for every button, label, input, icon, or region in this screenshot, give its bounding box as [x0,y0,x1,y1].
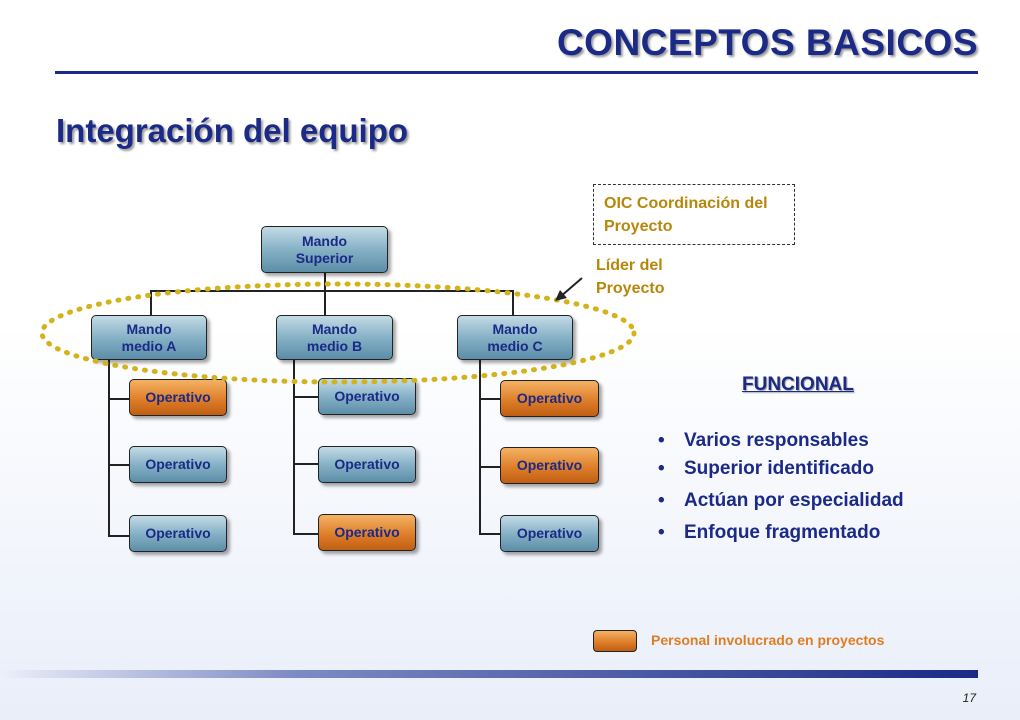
funcional-bullet-list: Varios responsables Superior identificad… [658,430,904,544]
operativo-c-2-label: Operativo [516,457,583,473]
connector-c-tick-3 [479,533,500,535]
footer-bar [0,670,978,678]
bullet-item: Enfoque fragmentado [658,522,904,544]
connector-c-tick-2 [479,466,500,468]
operativo-a-2-label: Operativo [145,456,211,472]
operativo-b-3-label: Operativo [334,524,400,540]
mando-medio-c-box: Mando medio C [457,315,573,360]
leader-label: Líder del Proyecto [596,254,706,300]
connector-a-down [150,290,152,316]
header-title: CONCEPTOS BASICOS [556,22,978,63]
connector-a-spine [108,360,110,537]
operativo-b-2: Operativo [318,446,416,483]
operativo-c-3-label: Operativo [516,525,583,541]
operativo-a-1: Operativo [129,379,227,416]
mando-medio-c-label: Mando medio C [487,320,543,354]
bullet-item: Varios responsables [658,430,904,452]
mando-medio-b-box: Mando medio B [276,315,393,360]
bullet-item: Superior identificado [658,458,904,480]
leader-highlight-ellipse [39,281,637,385]
page-number: 17 [962,691,976,705]
connector-a-tick-2 [108,464,130,466]
leader-arrow-icon [559,277,583,298]
mando-superior-box: Mando Superior [261,226,388,273]
mando-medio-b-label: Mando medio B [306,320,363,354]
connector-c-spine [479,360,481,535]
oic-coordination-label: OIC Coordinación del Proyecto [604,195,768,235]
connector-b-spine [293,360,295,535]
leader-label-text: Líder del Proyecto [596,257,665,297]
connector-b-tick-1 [293,396,318,398]
legend-swatch [593,630,637,652]
connector-top-vertical [324,273,326,291]
connector-b-tick-2 [293,463,318,465]
operativo-a-3: Operativo [129,515,227,552]
mando-medio-a-box: Mando medio A [91,315,207,360]
operativo-c-1: Operativo [500,380,599,417]
funcional-heading: FUNCIONAL [742,374,854,395]
connector-a-tick-3 [108,535,130,537]
operativo-b-1-label: Operativo [334,388,400,404]
header-rule [55,71,978,74]
section-title: Integración del equipo [56,112,409,149]
operativo-a-2: Operativo [129,446,227,483]
arrow-head-icon [555,290,567,301]
connector-b-down [324,290,326,316]
connector-b-tick-3 [293,533,318,535]
mando-medio-a-label: Mando medio A [121,320,177,354]
connector-c-down [512,290,514,316]
connector-c-tick-1 [479,398,500,400]
oic-coordination-box: OIC Coordinación del Proyecto [593,184,795,245]
operativo-c-1-label: Operativo [516,390,583,406]
operativo-c-3: Operativo [500,515,599,552]
operativo-a-3-label: Operativo [145,525,211,541]
operativo-a-1-label: Operativo [145,389,211,405]
bullet-item: Actúan por especialidad [658,490,904,512]
connector-horizontal [150,290,513,292]
operativo-b-2-label: Operativo [334,456,400,472]
operativo-b-3: Operativo [318,514,416,551]
mando-superior-label: Mando Superior [295,232,354,266]
legend-label: Personal involucrado en proyectos [651,632,885,648]
connector-a-tick-1 [108,398,130,400]
operativo-c-2: Operativo [500,447,599,484]
